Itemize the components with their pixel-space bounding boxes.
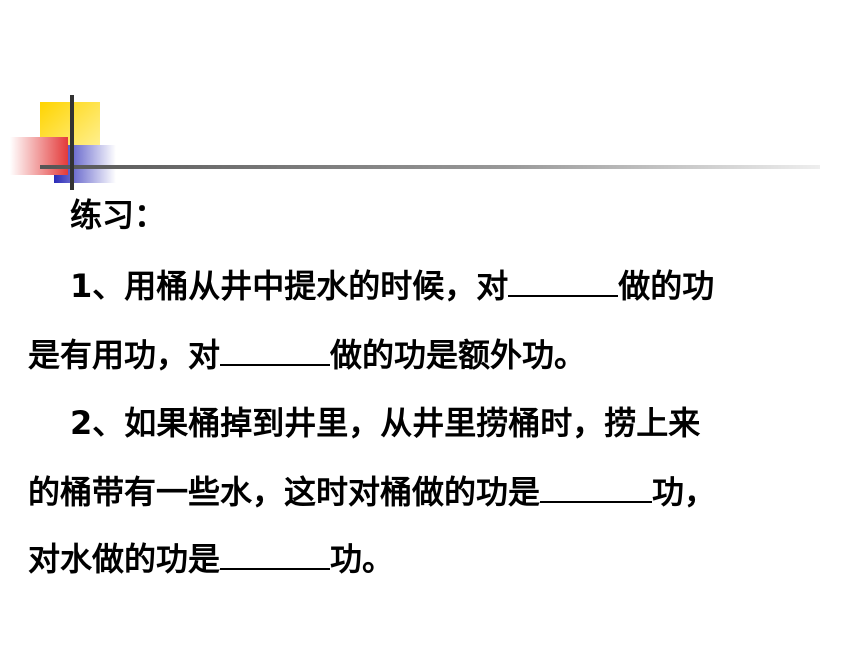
q2-text-c: 功， — [652, 473, 717, 511]
q2-text-e: 功。 — [330, 540, 395, 578]
q2-text-d: 对水做的功是 — [28, 540, 221, 578]
answer-blank-1[interactable] — [508, 265, 619, 297]
question-2-line-3: 对水做的功是 功。 — [28, 538, 394, 579]
question-1-line-1: 1、用桶从井中提水的时候，对 做的功 — [70, 265, 714, 306]
horizontal-rule — [40, 165, 820, 169]
answer-blank-2[interactable] — [220, 334, 331, 366]
answer-blank-4[interactable] — [220, 538, 331, 570]
vertical-rule — [70, 95, 74, 190]
question-1-line-2: 是有用功，对 做的功是额外功。 — [28, 334, 586, 375]
q2-text-b: 的桶带有一些水，这时对桶做的功是 — [28, 473, 541, 511]
question-2-line-2: 的桶带有一些水，这时对桶做的功是 功， — [28, 471, 716, 512]
q1-text-c: 是有用功，对 — [28, 336, 221, 374]
q1-text-b: 做的功 — [618, 267, 715, 305]
q2-text-a: 2、如果桶掉到井里，从井里捞桶时，捞上来 — [70, 404, 701, 442]
answer-blank-3[interactable] — [540, 471, 653, 503]
q1-text-a: 1、用桶从井中提水的时候，对 — [70, 267, 509, 305]
q1-text-d: 做的功是额外功。 — [330, 336, 587, 374]
title-decoration — [10, 95, 820, 190]
question-2-line-1: 2、如果桶掉到井里，从井里捞桶时，捞上来 — [70, 403, 700, 443]
exercise-heading: 练习： — [70, 196, 167, 234]
